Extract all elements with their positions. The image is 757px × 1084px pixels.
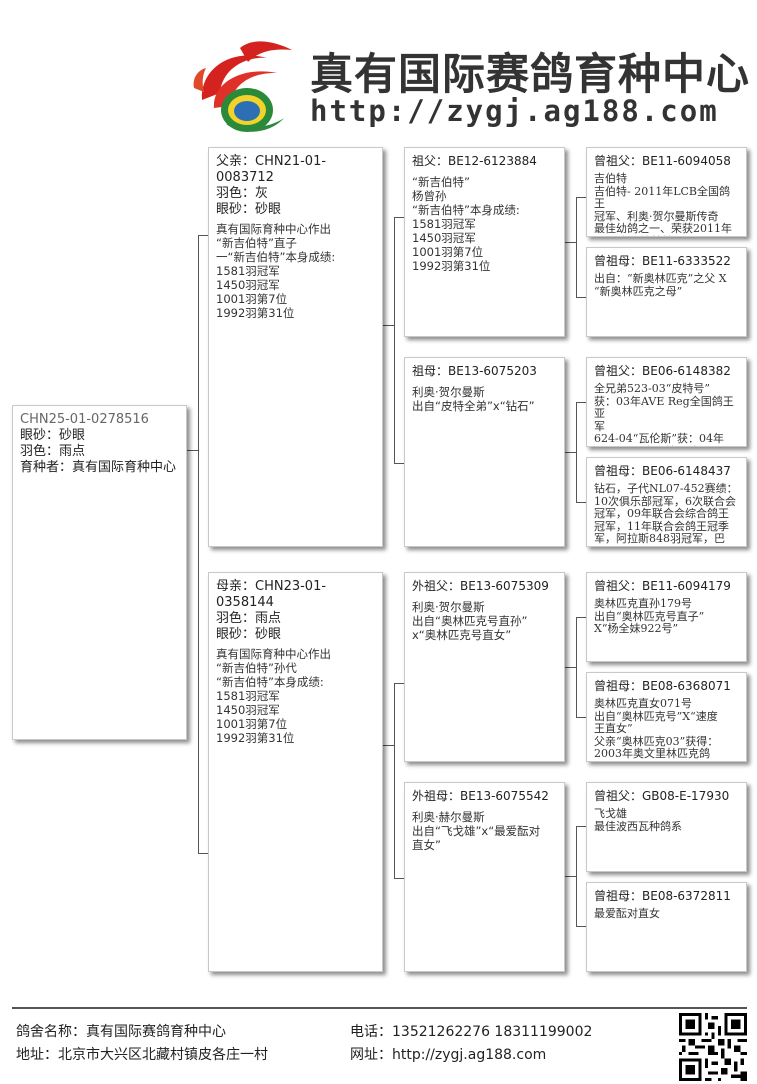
great-grandparent-header: 曾祖母：BE08-6368071 (594, 679, 731, 693)
great-grandparent-header: 曾祖父：GB08-E-17930 (594, 789, 730, 803)
footer-phone: 电话：13521262276 18311199002 (350, 1024, 593, 1040)
dam-eye: 眼砂：砂眼 (216, 627, 282, 642)
granddam-maternal-notes: 利奥·赫尔曼斯 出自“飞戈雄”x“最爱酝对 直女” (412, 810, 541, 852)
connector (576, 826, 577, 926)
sire-card: 父亲：CHN21-01-0083712 羽色：灰 眼砂：砂眼 真有国际育种中心作… (208, 147, 383, 547)
great-grandparent-card: 曾祖母：BE08-6372811 最爱酝对直女 (586, 882, 747, 972)
connector (198, 235, 199, 853)
connector (565, 876, 576, 877)
connector (198, 853, 208, 854)
great-grandparent-notes: 吉伯特 吉伯特- 2011年LCB全国鸽王 冠军、利奥·贺尔曼斯传奇 最佳幼鸽之… (594, 172, 732, 236)
connector (576, 717, 586, 718)
great-grandparent-notes: 飞戈雄 最佳波西瓦种鸽系 (594, 807, 682, 833)
connector (198, 235, 208, 236)
great-grandparent-card: 曾祖父：BE06-6148382 全兄弟523-03“皮特号” 获：03年AVE… (586, 357, 747, 447)
grandsire-maternal-header: 外祖父：BE13-6075309 (412, 579, 549, 593)
great-grandparent-header: 曾祖父：BE11-6094179 (594, 579, 731, 593)
great-grandparent-card: 曾祖父：GB08-E-17930 飞戈雄 最佳波西瓦种鸽系 (586, 782, 747, 872)
connector (394, 217, 404, 218)
connector (394, 217, 395, 463)
great-grandparent-card: 曾祖父：BE11-6094179 奥林匹克直孙179号 出自“奥林匹克号直子” … (586, 572, 747, 662)
connector (576, 297, 586, 298)
footer-address: 地址：北京市大兴区北藏村镇皮各庄一村 (16, 1047, 268, 1063)
great-grandparent-notes: 奥林匹克直孙179号 出自“奥林匹克号直子” X“杨全妹922号” (594, 597, 705, 635)
great-grandparent-card: 曾祖父：BE11-6094058 吉伯特 吉伯特- 2011年LCB全国鸽王 冠… (586, 147, 747, 237)
connector (394, 463, 404, 464)
grandsire-paternal-card: 祖父：BE12-6123884 “新吉伯特” 杨曾孙 “新吉伯特”本身成绩: 1… (404, 147, 565, 337)
sire-color: 羽色：灰 (216, 186, 269, 201)
connector (576, 617, 577, 717)
connector (394, 683, 395, 878)
footer-website: 网址：http://zygj.ag188.com (350, 1047, 547, 1063)
grandsire-maternal-notes: 利奥·贺尔曼斯 出自“奥林匹克号直孙” x“奥林匹克号直女” (412, 600, 528, 642)
subject-card: CHN25-01-0278516 眼砂：砂眼 羽色：雨点 育种者：真有国际育种中… (12, 405, 187, 740)
subject-ring: CHN25-01-0278516 (20, 412, 149, 427)
dam-notes: 真有国际育种中心作出 “新吉伯特”孙代 “新吉伯特”本身成绩: 1581羽冠军 … (216, 647, 331, 745)
great-grandparent-card: 曾祖母：BE11-6333522 出自：“新奥林匹克”之父 X “新奥林匹克之母… (586, 247, 747, 337)
great-grandparent-notes: 出自：“新奥林匹克”之父 X “新奥林匹克之母” (594, 272, 727, 298)
connector (565, 452, 576, 453)
dam-color: 羽色：雨点 (216, 611, 282, 626)
great-grandparent-card: 曾祖母：BE08-6368071 奥林匹克直女071号 出自“奥林匹克号”X“速… (586, 672, 747, 762)
granddam-maternal-card: 外祖母：BE13-6075542 利奥·赫尔曼斯 出自“飞戈雄”x“最爱酝对 直… (404, 782, 565, 972)
logo-icon (193, 41, 292, 132)
great-grandparent-header: 曾祖母：BE08-6372811 (594, 889, 731, 903)
connector (576, 502, 586, 503)
connector (576, 402, 586, 403)
sire-header: 父亲：CHN21-01-0083712 (216, 154, 327, 185)
connector (576, 402, 577, 502)
connector (576, 926, 586, 927)
brand-url: http://zygj.ag188.com (310, 94, 719, 128)
sire-eye: 眼砂：砂眼 (216, 202, 282, 217)
connector (394, 878, 404, 879)
great-grandparent-header: 曾祖母：BE06-6148437 (594, 464, 731, 478)
connector (576, 197, 586, 198)
subject-breeder: 育种者：真有国际育种中心 (20, 460, 177, 475)
dam-header: 母亲：CHN23-01-0358144 (216, 579, 327, 610)
connector (383, 745, 394, 746)
sire-notes: 真有国际育种中心作出 “新吉伯特”直子 一“新吉伯特”本身成绩: 1581羽冠军… (216, 222, 336, 320)
great-grandparent-card: 曾祖母：BE06-6148437 钻石，子代NL07-452赛绩： 10次俱乐部… (586, 457, 747, 547)
great-grandparent-notes: 最爱酝对直女 (594, 907, 660, 920)
connector (394, 683, 404, 684)
footer-loft-name: 鸽舍名称：真有国际赛鸽育种中心 (16, 1024, 226, 1040)
connector (187, 450, 198, 451)
great-grandparent-notes: 奥林匹克直女071号 出自“奥林匹克号”X“速度 王直女” 父亲“奥林匹克03”… (594, 697, 719, 760)
connector (383, 325, 394, 326)
footer-divider (12, 1007, 747, 1009)
great-grandparent-header: 曾祖父：BE06-6148382 (594, 364, 731, 378)
grandsire-maternal-card: 外祖父：BE13-6075309 利奥·贺尔曼斯 出自“奥林匹克号直孙” x“奥… (404, 572, 565, 762)
qr-code-icon (679, 1013, 747, 1081)
great-grandparent-notes: 钻石，子代NL07-452赛绩： 10次俱乐部冠军，6次联合会 冠军，09年联合… (594, 482, 738, 545)
great-grandparent-header: 曾祖母：BE11-6333522 (594, 254, 731, 268)
subject-eye: 眼砂：砂眼 (20, 428, 86, 443)
granddam-paternal-card: 祖母：BE13-6075203 利奥·贺尔曼斯 出自“皮特全弟”x“钻石” (404, 357, 565, 547)
connector (576, 826, 586, 827)
connector (565, 667, 576, 668)
connector (565, 242, 576, 243)
granddam-paternal-notes: 利奥·贺尔曼斯 出自“皮特全弟”x“钻石” (412, 385, 535, 413)
granddam-maternal-header: 外祖母：BE13-6075542 (412, 789, 549, 803)
brand-title: 真有国际赛鸽育种中心 (310, 50, 750, 100)
granddam-paternal-header: 祖母：BE13-6075203 (412, 364, 537, 378)
dam-card: 母亲：CHN23-01-0358144 羽色：雨点 眼砂：砂眼 真有国际育种中心… (208, 572, 383, 972)
grandsire-paternal-header: 祖父：BE12-6123884 (412, 154, 537, 168)
great-grandparent-notes: 全兄弟523-03“皮特号” 获：03年AVE Reg全国鸽王亚 军 624-0… (594, 382, 734, 446)
connector (576, 617, 586, 618)
connector (576, 197, 577, 297)
subject-color: 羽色：雨点 (20, 444, 86, 459)
grandsire-paternal-notes: “新吉伯特” 杨曾孙 “新吉伯特”本身成绩: 1581羽冠军 1450羽冠军 1… (412, 175, 520, 273)
great-grandparent-header: 曾祖父：BE11-6094058 (594, 154, 731, 168)
